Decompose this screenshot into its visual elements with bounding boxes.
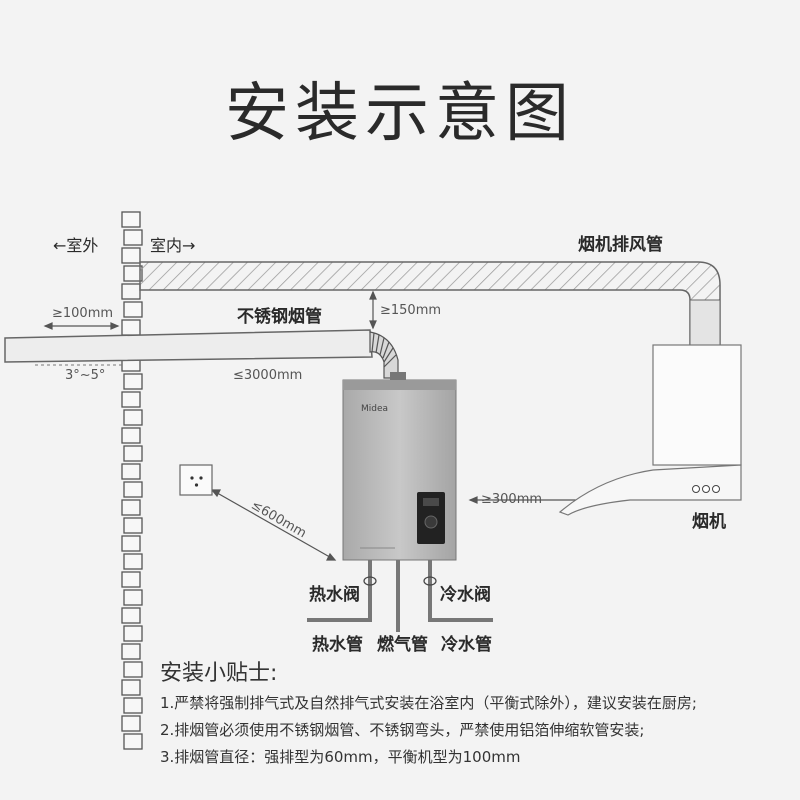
wall-brick: [123, 229, 143, 246]
water-heater: [342, 379, 457, 561]
wall-brick: [123, 301, 143, 318]
wall-brick: [121, 715, 141, 732]
tip-item: 3.排烟管直径：强排型为60mm，平衡机型为100mm: [160, 748, 521, 766]
wall-brick: [121, 643, 141, 660]
valves: [363, 576, 437, 586]
gas-pipe-label: 燃气管: [377, 635, 428, 655]
page-title: 安装示意图: [225, 77, 575, 151]
stainless-flue-label: 不锈钢烟管: [237, 307, 322, 327]
wall-brick: [121, 319, 141, 336]
brick-wall: [121, 211, 143, 750]
wall-brick: [121, 247, 141, 264]
power-socket: [179, 464, 213, 496]
wall-brick: [121, 427, 141, 444]
wall-brick: [121, 499, 141, 516]
wall-brick: [121, 607, 141, 624]
wall-brick: [123, 481, 143, 498]
wall-brick: [121, 391, 141, 408]
wall-brick: [121, 679, 141, 696]
brand-logo: Midea: [361, 404, 389, 414]
wall-brick: [123, 553, 143, 570]
hot-valve-label: 热水阀: [309, 585, 360, 605]
dimension-arrows: [43, 290, 585, 561]
tips-title: 安装小贴士:: [160, 661, 278, 686]
dim-300-label: ≥300mm: [481, 492, 543, 507]
angle-label: 3°~5°: [65, 368, 106, 383]
tip-item: 1.严禁将强制排气式及自然排气式安装在浴室内（平衡式除外），建议安装在厨房;: [160, 694, 697, 712]
wall-brick: [123, 697, 143, 714]
indoor-label: 室内→: [150, 236, 196, 255]
wall-brick: [121, 283, 141, 300]
cold-pipe-label: 冷水管: [441, 635, 492, 655]
wall-brick: [121, 571, 141, 588]
wall-brick: [123, 373, 143, 390]
cold-valve-label: 冷水阀: [440, 585, 491, 605]
wall-brick: [121, 535, 141, 552]
range-hood-label: 烟机: [692, 512, 726, 532]
wall-brick: [123, 661, 143, 678]
wall-brick: [123, 733, 143, 750]
wall-brick: [121, 211, 141, 228]
dim-100-label: ≥100mm: [52, 306, 114, 321]
tip-item: 2.排烟管必须使用不锈钢烟管、不锈钢弯头，严禁使用铝箔伸缩软管安装;: [160, 721, 645, 739]
outdoor-label: ←室外: [53, 236, 99, 255]
wall-brick: [123, 517, 143, 534]
dim-150-label: ≥150mm: [380, 303, 442, 318]
hot-pipe-label: 热水管: [312, 635, 363, 655]
wall-brick: [123, 625, 143, 642]
wall-brick: [123, 409, 143, 426]
range-hood: [558, 344, 742, 516]
wall-brick: [121, 463, 141, 480]
wall-brick: [123, 589, 143, 606]
dim-3000-label: ≤3000mm: [233, 368, 303, 383]
wall-brick: [123, 445, 143, 462]
stainless-flue-pipe: [4, 329, 406, 380]
range-hood-exhaust-label: 烟机排风管: [578, 235, 663, 255]
heater-pipes: [307, 560, 493, 632]
